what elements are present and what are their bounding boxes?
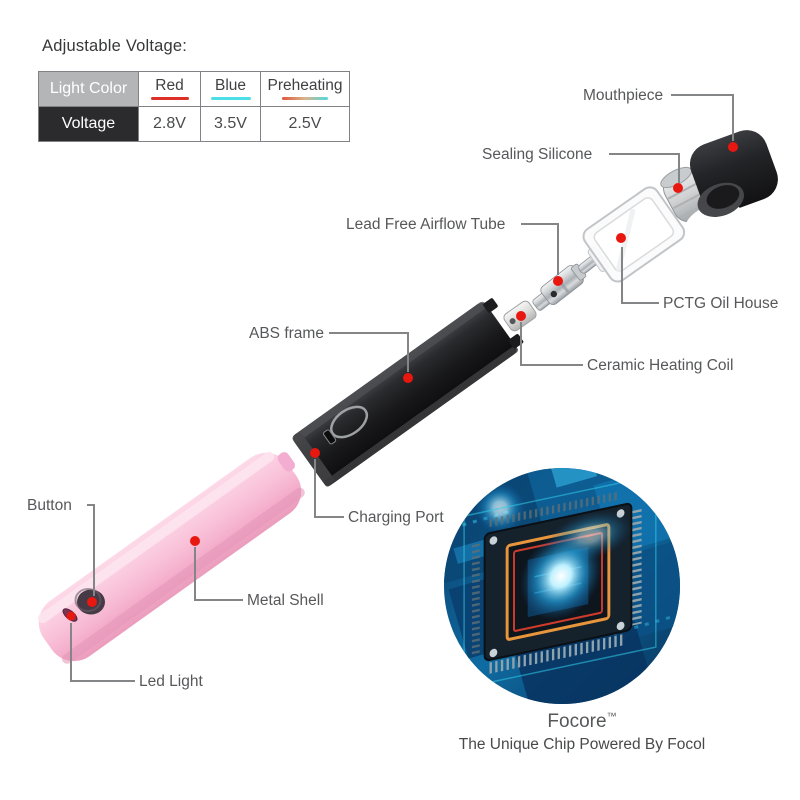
label-airflow-tube: Lead Free Airflow Tube <box>346 216 506 233</box>
marker-dot-led-light <box>66 611 76 621</box>
chip-trademark: ™ <box>606 711 617 723</box>
charging-port-shape <box>322 405 369 445</box>
leader-charging-port <box>314 459 344 518</box>
label-led-light: Led Light <box>139 673 203 690</box>
table-row: Light Color Red Blue Preheating <box>38 71 350 107</box>
chip-brand-text: Focore <box>547 711 607 732</box>
label-abs-frame: ABS frame <box>249 325 324 342</box>
marker-dot-button <box>87 597 97 607</box>
chip-tagline: The Unique Chip Powered By Focol <box>458 736 706 753</box>
leader-pctg-oil-house <box>621 247 659 304</box>
marker-dot-sealing-silicone <box>673 183 683 193</box>
voltage-preheating-cell: 2.5V <box>260 106 350 142</box>
label-mouthpiece: Mouthpiece <box>583 87 664 104</box>
marker-dot-charging-port <box>310 448 320 458</box>
voltage-header: Voltage <box>38 106 139 142</box>
marker-dot-airflow-tube <box>553 276 563 286</box>
airflow-tube-shape <box>532 254 600 311</box>
marker-dot-metal-shell <box>190 536 200 546</box>
label-pctg-oil-house: PCTG Oil House <box>663 295 779 312</box>
leader-lines <box>70 94 734 682</box>
light-color-header: Light Color <box>38 71 139 107</box>
page-title: Adjustable Voltage: <box>42 37 188 55</box>
label-ceramic-coil: Ceramic Heating Coil <box>587 357 734 374</box>
leader-sealing-silicone <box>609 153 680 183</box>
blue-underline <box>210 96 251 100</box>
chip-brand: Focore™ <box>432 711 732 733</box>
marker-dot-abs-frame <box>403 373 413 383</box>
metal-shell-shape <box>37 451 305 664</box>
voltage-blue-cell: 3.5V <box>200 106 261 142</box>
abs-frame-shape <box>292 298 524 487</box>
marker-dots <box>66 142 738 621</box>
leader-button <box>87 504 95 596</box>
table-row: Voltage 2.8V 3.5V 2.5V <box>38 106 350 142</box>
red-underline <box>150 96 189 100</box>
chip-photo <box>444 468 680 704</box>
light-color-preheating-cell: Preheating <box>260 71 350 107</box>
voltage-red-cell: 2.8V <box>138 106 201 142</box>
chip-caption: Focore™ The Unique Chip Powered By Focol <box>432 711 732 754</box>
leader-led-light <box>70 623 135 682</box>
preheating-underline <box>282 96 328 100</box>
mouthpiece-shape <box>685 130 778 241</box>
marker-dot-ceramic-coil <box>516 311 526 321</box>
label-button: Button <box>27 497 72 514</box>
marker-dot-mouthpiece <box>728 142 738 152</box>
leader-airflow-tube <box>521 223 559 275</box>
chip-die <box>463 474 657 689</box>
label-metal-shell: Metal Shell <box>247 592 324 609</box>
leader-mouthpiece <box>671 94 734 141</box>
red-label: Red <box>155 77 184 95</box>
marker-dot-pctg-oil-house <box>616 233 626 243</box>
label-sealing-silicone: Sealing Silicone <box>482 146 593 163</box>
blue-label: Blue <box>214 77 247 95</box>
leader-abs-frame <box>329 332 409 372</box>
voltage-table: Light Color Red Blue Preheating Voltage … <box>38 71 350 142</box>
light-color-blue-cell: Blue <box>200 71 261 107</box>
light-color-red-cell: Red <box>138 71 201 107</box>
leader-metal-shell <box>194 547 243 601</box>
preheating-label: Preheating <box>267 77 343 95</box>
pctg-oil-house-shape <box>582 186 686 283</box>
leader-ceramic-coil <box>520 322 583 366</box>
label-charging-port: Charging Port <box>348 509 444 526</box>
